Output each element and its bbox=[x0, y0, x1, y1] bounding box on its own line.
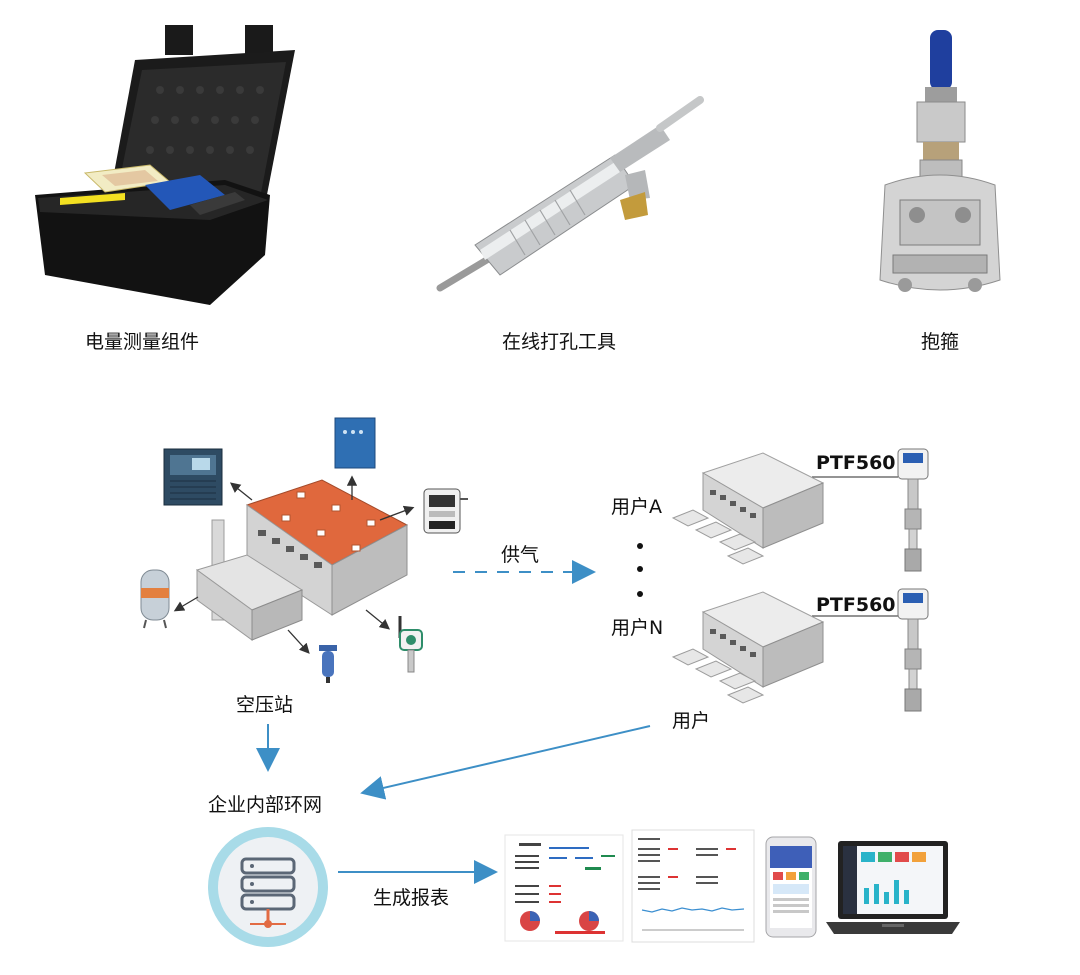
flow-sensor-icon bbox=[897, 588, 929, 712]
ellipsis-dot bbox=[637, 566, 643, 572]
report-chart-icon bbox=[631, 829, 755, 943]
report-document-icon bbox=[504, 834, 624, 942]
sensor-model-label: PTF560 bbox=[816, 594, 896, 616]
ellipsis-dot bbox=[637, 591, 643, 597]
air-tank-icon bbox=[140, 569, 170, 629]
server-icon bbox=[208, 827, 328, 947]
filter-icon bbox=[319, 645, 337, 683]
station-label: 空压站 bbox=[236, 694, 294, 716]
user-a-label: 用户A bbox=[611, 496, 662, 518]
power-meter-icon bbox=[423, 488, 468, 534]
laptop-dashboard-icon bbox=[826, 841, 960, 934]
dryer-unit-icon bbox=[163, 448, 223, 506]
user-n-label: 用户N bbox=[611, 617, 664, 639]
ellipsis-dot bbox=[637, 543, 643, 549]
network-label: 企业内部环网 bbox=[208, 794, 323, 816]
supply-label: 供气 bbox=[501, 544, 540, 566]
drill-tool-icon bbox=[436, 96, 704, 292]
compressor-station-building bbox=[195, 479, 409, 641]
product-label-toolcase: 电量测量组件 bbox=[85, 331, 200, 353]
electric-cabinet-icon bbox=[334, 417, 376, 469]
product-label-clamp: 抱箍 bbox=[921, 331, 960, 353]
user-building-a bbox=[671, 452, 825, 565]
user-building-n bbox=[671, 591, 825, 704]
flow-sensor-small-icon bbox=[398, 616, 423, 673]
toolcase-icon bbox=[35, 25, 295, 305]
report-label: 生成报表 bbox=[373, 887, 450, 909]
pipe-clamp-icon bbox=[879, 30, 1001, 292]
sensor-model-label: PTF560 bbox=[816, 452, 896, 474]
flow-sensor-icon bbox=[897, 448, 929, 572]
phone-app-icon bbox=[765, 836, 817, 938]
product-label-drill: 在线打孔工具 bbox=[502, 331, 617, 353]
users-network-arrow bbox=[360, 725, 651, 800]
users-label: 用户 bbox=[672, 710, 711, 732]
